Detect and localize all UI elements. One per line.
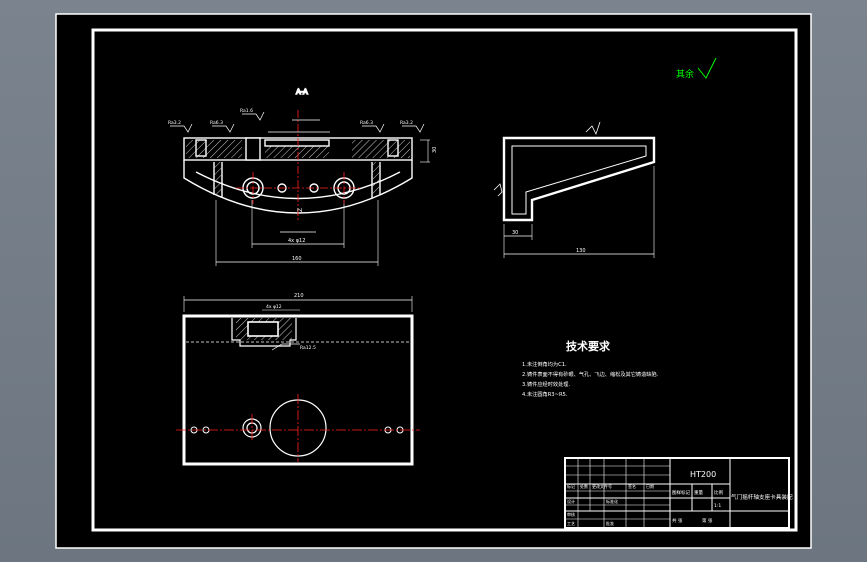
svg-text:共 张: 共 张 (672, 517, 683, 524)
title-block (564, 457, 790, 529)
part-name: 气门摇杆轴支座卡具装配 (731, 493, 793, 501)
svg-text:Ra3.2: Ra3.2 (400, 120, 413, 126)
material-label: HT200 (690, 470, 716, 479)
technical-requirements: 技术要求 1.未注倒角均为C1. 2.铸件表面不得有砂眼、气孔、飞边、缩松及其它… (522, 339, 659, 398)
tech-req-title: 技术要求 (566, 339, 611, 353)
svg-text:更改文件号: 更改文件号 (592, 483, 612, 489)
tech-req-item: 2.铸件表面不得有砂眼、气孔、飞边、缩松及其它铸造缺陷. (522, 370, 659, 378)
plan-dimension-text: 210 4x φ12 Ra12.5 (266, 293, 316, 351)
svg-text:重量: 重量 (694, 489, 703, 496)
tech-req-item: 1.未注倒角均为C1. (522, 360, 567, 368)
svg-text:Ra1.6: Ra1.6 (240, 108, 253, 114)
plan-view-outline (182, 314, 414, 466)
svg-text:标记: 标记 (567, 483, 575, 489)
roughness-note-text: 其余 (676, 68, 694, 80)
svg-text:第 张: 第 张 (702, 517, 713, 524)
svg-text:Ra6.3: Ra6.3 (360, 120, 373, 126)
roughness-note: 其余 (676, 57, 717, 80)
svg-text:日期: 日期 (646, 483, 654, 489)
svg-text:标准化: 标准化 (606, 498, 618, 504)
sheet-inner-frame (91, 28, 798, 532)
svg-text:比例: 比例 (714, 489, 723, 496)
svg-text:210: 210 (294, 293, 304, 299)
section-centerlines (236, 110, 362, 222)
svg-text:Ra12.5: Ra12.5 (300, 345, 316, 351)
plan-centerlines (176, 394, 420, 462)
svg-text:4x φ12: 4x φ12 (266, 304, 282, 310)
svg-text:Ra6.3: Ra6.3 (210, 120, 223, 126)
svg-text:批准: 批准 (606, 520, 614, 526)
svg-text:Z: Z (297, 208, 304, 212)
svg-text:130: 130 (576, 248, 586, 254)
svg-text:工艺: 工艺 (567, 521, 575, 526)
title-block-text: HT200 气门摇杆轴支座卡具装配 图样标记 重量 比例 1:1 共 张 第 张… (567, 470, 793, 526)
section-view: A-A (183, 87, 430, 266)
svg-text:处数: 处数 (580, 483, 588, 489)
roughness-callouts (170, 111, 425, 133)
svg-text:签名: 签名 (628, 483, 636, 489)
section-dimension-text: 160 4x φ12 Z 30 (288, 147, 438, 262)
svg-text:图样标记: 图样标记 (672, 489, 690, 496)
angle-profile-view (493, 121, 656, 258)
svg-text:审核: 审核 (567, 511, 575, 517)
section-label: A-A (296, 88, 308, 96)
tech-req-item: 4.未注圆角R3~R5. (522, 390, 568, 398)
svg-text:1:1: 1:1 (714, 503, 721, 509)
angle-dimension-text: 130 30 (512, 230, 586, 254)
svg-text:30: 30 (432, 147, 438, 153)
svg-text:设计: 设计 (567, 498, 575, 504)
svg-text:160: 160 (292, 256, 302, 262)
svg-text:4x φ12: 4x φ12 (288, 238, 305, 244)
svg-text:Ra3.2: Ra3.2 (168, 120, 181, 126)
roughness-text: Ra3.2 Ra6.3 Ra1.6 Ra6.3 Ra3.2 (168, 108, 413, 126)
angle-profile-outline (502, 136, 656, 222)
svg-text:30: 30 (512, 230, 518, 236)
tech-req-item: 3.铸件应经时效处理. (522, 380, 570, 388)
sheet-outer-border (55, 13, 812, 549)
